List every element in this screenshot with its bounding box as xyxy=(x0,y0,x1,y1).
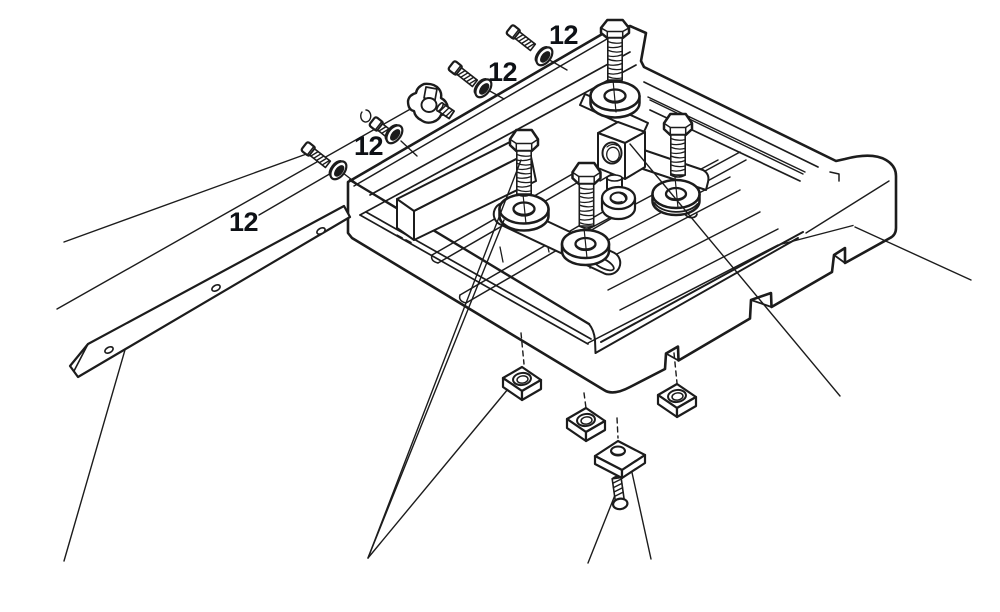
svg-text:12: 12 xyxy=(549,20,578,50)
svg-text:12: 12 xyxy=(229,207,258,237)
svg-text:12: 12 xyxy=(488,57,517,87)
svg-text:12: 12 xyxy=(354,131,383,161)
